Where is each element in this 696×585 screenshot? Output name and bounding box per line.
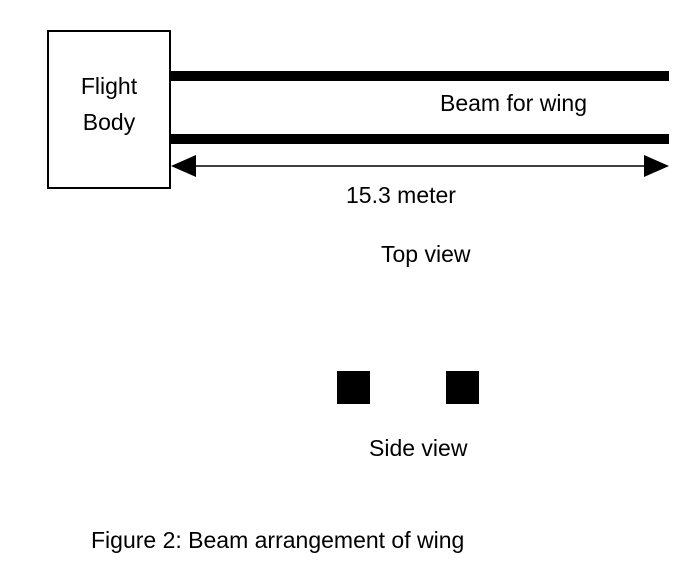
figure-caption: Figure 2: Beam arrangement of wing: [91, 527, 465, 553]
beam-for-wing-label: Beam for wing: [440, 90, 588, 116]
side-view-beam-right: [446, 371, 479, 404]
flight-body-label: Flight Body: [48, 68, 170, 140]
dimension-arrow-right: [644, 155, 669, 177]
dimension-label: 15.3 meter: [346, 182, 456, 208]
top-view-label: Top view: [381, 241, 471, 267]
side-view-beam-left: [337, 371, 370, 404]
upper-wing-beam: [171, 71, 669, 81]
side-view-label: Side view: [369, 435, 468, 461]
flight-body-box: [47, 30, 171, 189]
flight-body-label-line2: Body: [82, 109, 136, 135]
dimension-arrow-left: [171, 155, 196, 177]
lower-wing-beam: [171, 134, 669, 144]
flight-body-label-line1: Flight: [80, 73, 138, 99]
